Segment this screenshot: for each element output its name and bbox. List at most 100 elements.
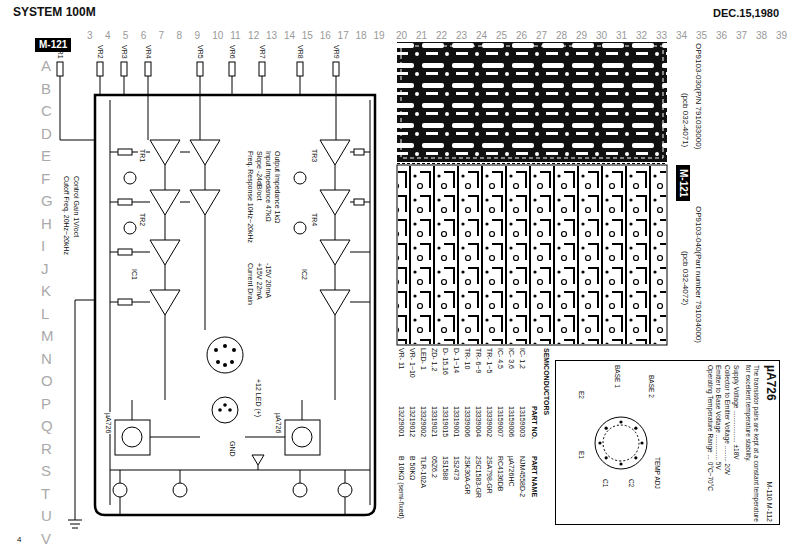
pcb-number: (pcb 032-4071) bbox=[680, 92, 689, 148]
schematic-note: +15V 22mA bbox=[255, 262, 263, 301]
grid-column: 28 bbox=[555, 30, 568, 41]
schematic-note: VR3 bbox=[120, 44, 128, 60]
spec-content: µA726M-110 M-112 The transistor pairs are… bbox=[556, 361, 781, 526]
grid-row: C bbox=[40, 103, 53, 120]
grid-column: 39 bbox=[775, 30, 788, 41]
unit-badge: M-121 bbox=[676, 165, 690, 201]
grid-column: 37 bbox=[735, 30, 748, 41]
schematic-note: TR4 bbox=[310, 212, 318, 227]
grid-column: 27 bbox=[535, 30, 548, 41]
schematic-note: IC1 bbox=[130, 268, 138, 281]
grid-row: F bbox=[40, 171, 51, 188]
schematic-note: µA726 bbox=[104, 412, 112, 434]
model-list: M-110 M-112 bbox=[765, 481, 773, 522]
schematic-note: -15V 20mA bbox=[264, 262, 272, 299]
schematic-note: Current Drain bbox=[246, 262, 254, 306]
page-title: SYSTEM 100M bbox=[12, 6, 97, 19]
schematic-note: VR2 bbox=[96, 44, 104, 60]
grid-column: 9 bbox=[193, 30, 201, 41]
spec-line: Operating Temperature Range ... 0°C~70°C bbox=[706, 365, 714, 522]
grid-row: R bbox=[40, 441, 53, 458]
grid-row: K bbox=[40, 283, 52, 300]
schematic-note: VR9 bbox=[332, 44, 340, 60]
schematic-note: Control Gain 1V/oct bbox=[72, 175, 80, 238]
schematic-note: µA726 bbox=[274, 412, 282, 434]
spec-text: Supply Voltage .................. ±18V bbox=[733, 365, 740, 460]
table-cell: 13159003 bbox=[518, 405, 526, 438]
grid-row: Q bbox=[40, 418, 54, 435]
table-heading: PART NAME bbox=[530, 455, 538, 498]
grid-column: 24 bbox=[475, 30, 488, 41]
spec-line: Supply Voltage .................. ±18V bbox=[732, 365, 740, 522]
pin-name: E1 bbox=[577, 451, 585, 459]
table-cell: 13319001 bbox=[452, 405, 460, 438]
table-cell: ZD- 1,2 bbox=[430, 347, 438, 372]
table-cell: 05Z6.2 bbox=[430, 455, 438, 479]
grid-column: 21 bbox=[415, 30, 428, 41]
grid-row: M bbox=[40, 328, 55, 345]
grid-row: N bbox=[40, 351, 53, 368]
table-cell: 13159006 bbox=[507, 405, 515, 438]
grid-column: 29 bbox=[575, 30, 588, 41]
grid-row: P bbox=[40, 396, 52, 413]
schematic-note: IC2 bbox=[300, 268, 308, 281]
grid-column: 19 bbox=[372, 30, 385, 41]
grid-row: J bbox=[40, 261, 50, 278]
grid-column: 36 bbox=[715, 30, 728, 41]
grid-row: E bbox=[40, 148, 52, 165]
table-cell: 13339002 bbox=[485, 405, 493, 438]
grid-column: 23 bbox=[455, 30, 468, 41]
spec-line: Emitter to Base Voltage .............. 5… bbox=[715, 365, 723, 522]
grid-row: S bbox=[40, 463, 52, 480]
unit-name: M-121 bbox=[678, 169, 689, 197]
spec-text: Collector to Emitter Voltage ......... 2… bbox=[724, 365, 731, 475]
grid-column: 31 bbox=[615, 30, 628, 41]
schematic-note: TR1 bbox=[138, 148, 146, 163]
table-cell: 2SA798-GR bbox=[485, 455, 493, 495]
table-cell: VR- 1~10 bbox=[408, 347, 416, 379]
table-cell: IC- 3,6 bbox=[507, 347, 515, 370]
table-heading: PART NO. bbox=[530, 405, 538, 440]
table-cell: B 10KΩ (semi-fixed) bbox=[397, 455, 405, 520]
grid-column: 11 bbox=[229, 30, 241, 41]
spec-text: The transistor pairs are kept at a const… bbox=[745, 365, 760, 522]
table-cell: 13229001 bbox=[397, 405, 405, 438]
schematic-note: VR4 bbox=[144, 44, 152, 60]
table-cell: TR- 6~9 bbox=[474, 347, 482, 374]
spec-text: Emitter to Base Voltage .............. 5… bbox=[715, 365, 722, 470]
pin-name: C2 bbox=[627, 479, 635, 487]
table-cell: VR- 11 bbox=[397, 347, 405, 370]
table-cell: 2SK30A-GR bbox=[463, 455, 471, 496]
grid-column: 34 bbox=[675, 30, 688, 41]
table-heading: SEMICONDUCTORS bbox=[542, 347, 550, 416]
table-cell: 13339006 bbox=[463, 405, 471, 438]
schematic-note: Freq. Response 10Hz~20kHz bbox=[246, 150, 254, 244]
table-cell: 1S1588 bbox=[441, 455, 449, 481]
pin-name: TEMP ADJ bbox=[653, 457, 661, 489]
grid-column: 25 bbox=[495, 30, 508, 41]
schematic-note: +12 LED (+) bbox=[254, 378, 262, 418]
grid-row: L bbox=[40, 306, 50, 323]
table-cell: 2SC1583-GR bbox=[474, 455, 482, 499]
chip-name: µA726 bbox=[764, 365, 778, 401]
board-number: OP9103-040(Part number 791034000) bbox=[693, 205, 702, 344]
grid-row: H bbox=[40, 216, 53, 233]
grid-row: T bbox=[40, 486, 51, 503]
unit-badge: M-121 bbox=[35, 38, 71, 52]
table-cell: TLR-102A bbox=[419, 455, 427, 489]
schematic-note: Output Impedance 1kΩ bbox=[273, 150, 281, 224]
parts-list: SEMICONDUCTORSPART NO.PART NAMEIC- 1,213… bbox=[385, 347, 552, 529]
pin-name: BASE 1 bbox=[613, 365, 621, 388]
grid-column: 13 bbox=[265, 30, 278, 41]
grid-column: 38 bbox=[755, 30, 768, 41]
grid-row: I bbox=[40, 238, 46, 255]
grid-column: 16 bbox=[319, 30, 332, 41]
grid-column: 15 bbox=[301, 30, 314, 41]
grid-column: 7 bbox=[158, 30, 166, 41]
table-cell: IC- 4,5 bbox=[496, 347, 504, 370]
schematic-note: VR8 bbox=[296, 44, 304, 60]
pcb-number: (pcb 032-4072) bbox=[680, 250, 689, 306]
grid-column: 8 bbox=[176, 30, 184, 41]
table-cell: B 50KΩ bbox=[408, 455, 416, 481]
